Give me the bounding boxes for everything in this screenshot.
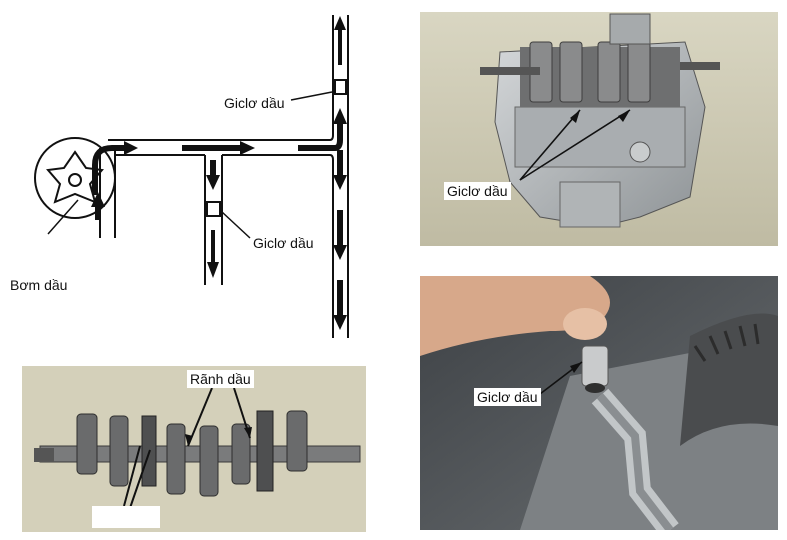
jet-closeup-photo: Giclơ dầu xyxy=(420,276,778,530)
crankshaft-photo: Rãnh dầu xyxy=(22,366,366,532)
crankshaft-photo-art xyxy=(22,366,366,532)
engine-top-photo: Giclơ dầu xyxy=(420,12,778,246)
pump-label: Bơm dầu xyxy=(10,277,68,293)
oil-groove-label: Rãnh dầu xyxy=(187,370,254,388)
engine-jet-label: Giclơ dầu xyxy=(444,182,511,200)
oil-jet-mid xyxy=(206,201,221,217)
closeup-jet-label: Giclơ dầu xyxy=(474,388,541,406)
oil-flow-schematic xyxy=(34,15,349,338)
flow-arrows xyxy=(91,16,347,330)
pump-center xyxy=(68,173,82,187)
engine-photo-art xyxy=(420,12,778,246)
jet-mid-label: Giclơ dầu xyxy=(253,235,314,251)
oil-flow-diagram: Giclơ dầu Giclơ dầu Bơm dầu xyxy=(0,0,400,350)
oil-jet-top xyxy=(334,79,347,95)
jet-top-label: Giclơ dầu xyxy=(224,95,285,111)
